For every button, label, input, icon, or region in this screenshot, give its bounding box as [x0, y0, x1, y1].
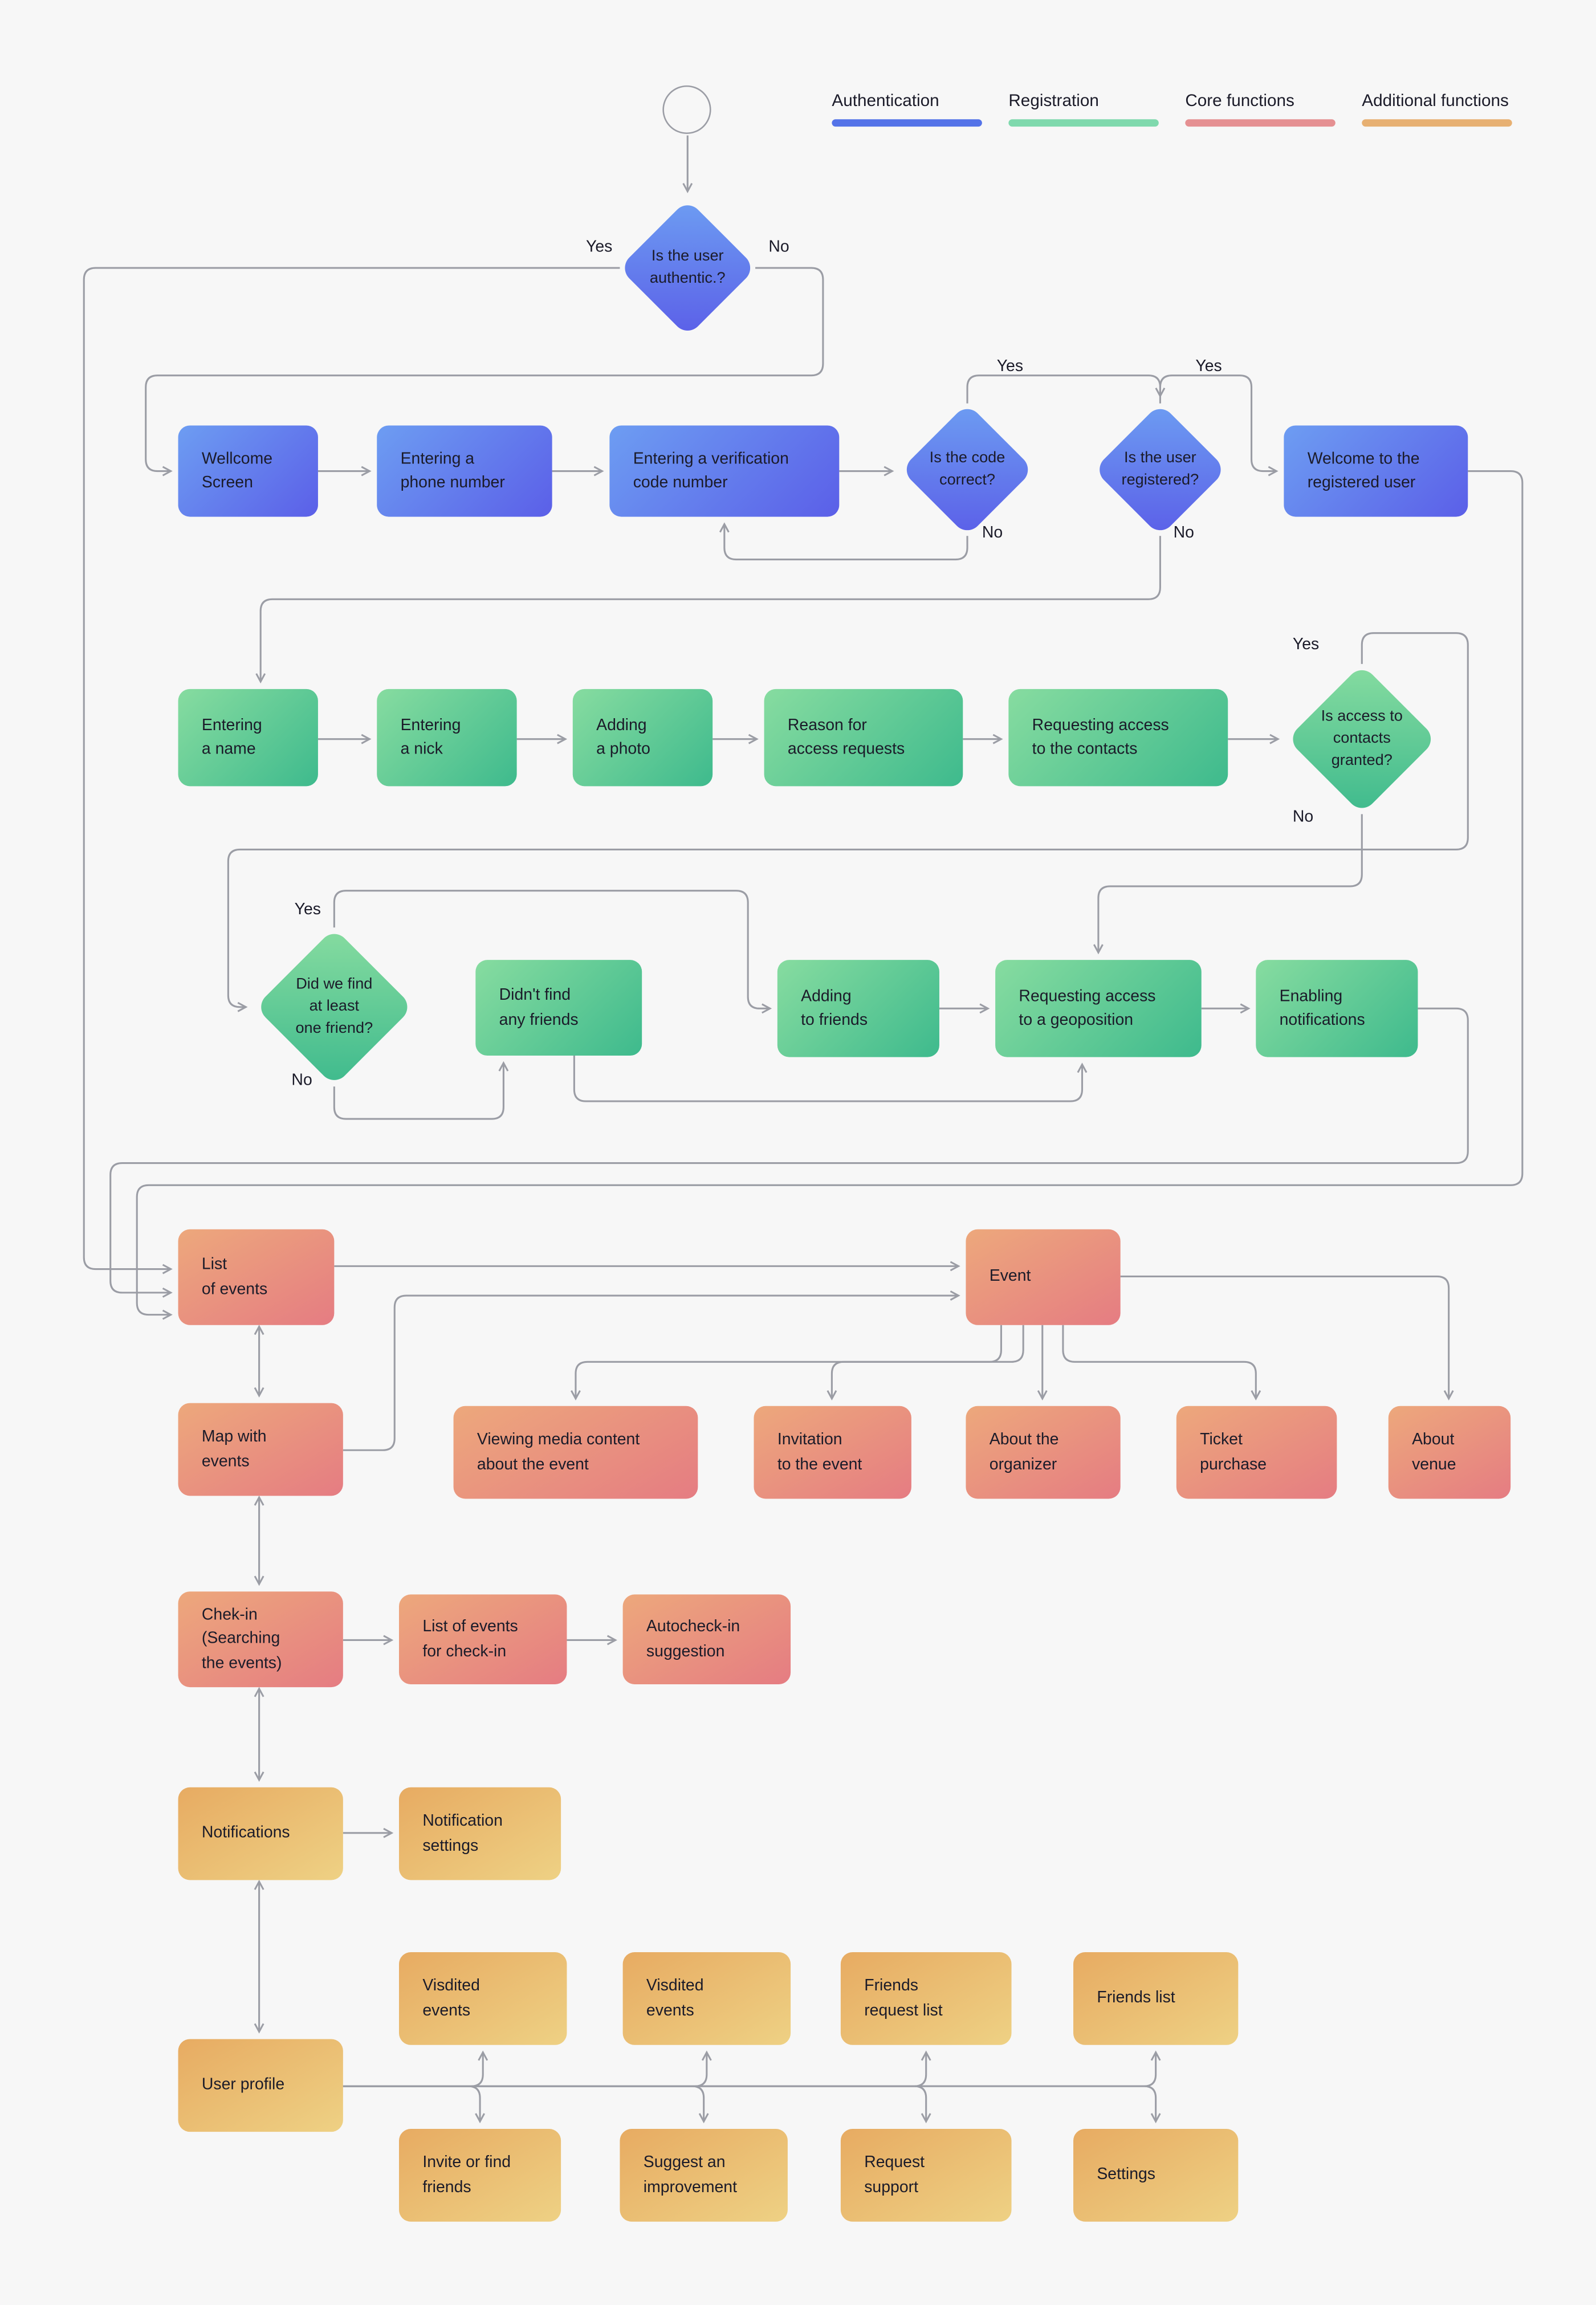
- legend-authentication-swatch: [832, 119, 982, 127]
- legend-additional-functions-swatch: [1362, 119, 1512, 127]
- edge-code-correct-no-verification: [719, 522, 968, 561]
- edge-user-profile-friends-request: [343, 2050, 931, 2087]
- node-entering-a-name[interactable]: Entering a name: [178, 689, 318, 787]
- legend-core-functions-label: Core functions: [1185, 92, 1294, 111]
- node-enabling-notifications[interactable]: Enabling notifications: [1256, 960, 1418, 1057]
- node-autocheckin-suggestion[interactable]: Autocheck-in suggestion: [622, 1594, 791, 1684]
- node-reason-for-access-requests[interactable]: Reason for access requests: [764, 689, 963, 787]
- edge-label-find-friend-no: No: [291, 1072, 312, 1090]
- node-ticket-purchase[interactable]: Ticket purchase: [1176, 1406, 1337, 1499]
- node-user-profile[interactable]: User profile: [178, 2039, 343, 2132]
- edge-granted-no-geoposition: [1093, 814, 1363, 955]
- edge-label-registered-no: No: [1173, 524, 1194, 542]
- edge-label-registered-yes: Yes: [1195, 357, 1222, 376]
- edge-label-code-no: No: [982, 524, 1003, 542]
- legend-authentication-label: Authentication: [832, 92, 939, 111]
- node-requesting-access-contacts[interactable]: Requesting access to the contacts: [1008, 689, 1228, 787]
- edge-user-profile-friends-list: [343, 2050, 1161, 2087]
- legend-core-functions: Core functions: [1185, 93, 1347, 127]
- node-label: Is access to contacts granted?: [1321, 707, 1403, 769]
- node-entering-phone-number[interactable]: Entering a phone number: [377, 425, 552, 517]
- legend-core-functions-swatch: [1185, 119, 1336, 127]
- edge-registered-no-entering-name: [255, 536, 1161, 684]
- edge-label-code-yes: Yes: [996, 357, 1024, 376]
- edge-granted-yes-did-we-find: [227, 632, 1469, 1012]
- node-visited-events-1[interactable]: Visdited events: [398, 1952, 567, 2045]
- node-entering-verification-code[interactable]: Entering a verification code number: [609, 425, 840, 517]
- node-label: Is the user authentic.?: [649, 247, 726, 287]
- node-adding-to-friends[interactable]: Adding to friends: [777, 960, 939, 1057]
- edge-label-authentic-yes: Yes: [586, 238, 613, 256]
- node-welcome-registered-user[interactable]: Welcome to the registered user: [1284, 425, 1468, 517]
- node-about-the-organizer[interactable]: About the organizer: [966, 1406, 1121, 1499]
- node-friends-request-list[interactable]: Friends request list: [840, 1952, 1012, 2045]
- node-is-code-correct[interactable]: Is the code correct?: [901, 403, 1034, 536]
- edge-event-invitation: [826, 1325, 1024, 1401]
- edge-did-we-find-yes-adding-friends: [333, 890, 772, 1014]
- edge-authentic-yes-list-events: [83, 267, 620, 1274]
- edge-label-authentic-no: No: [768, 238, 789, 256]
- node-invite-or-find-friends[interactable]: Invite or find friends: [398, 2129, 561, 2222]
- node-list-of-events-for-checkin[interactable]: List of events for check-in: [398, 1594, 567, 1684]
- node-didnt-find-any-friends[interactable]: Didn't find any friends: [475, 960, 642, 1056]
- edge-label-contacts-no: No: [1292, 808, 1314, 826]
- node-checkin-searching-events[interactable]: Chek-in (Searching the events): [178, 1591, 343, 1688]
- edge-authentic-no-welcome-screen: [145, 267, 824, 477]
- node-notification-settings[interactable]: Notification settings: [398, 1787, 561, 1880]
- node-is-user-authentic[interactable]: Is the user authentic.?: [618, 199, 756, 337]
- edge-code-correct-yes-registered: [966, 374, 1166, 404]
- node-suggest-an-improvement[interactable]: Suggest an improvement: [620, 2129, 788, 2222]
- edge-welcome-registered-list-events: [136, 470, 1524, 1320]
- node-requesting-access-geoposition[interactable]: Requesting access to a geoposition: [995, 960, 1202, 1057]
- edge-map-events-event: [343, 1290, 960, 1451]
- edge-didnt-find-geoposition: [573, 1056, 1088, 1102]
- legend-registration-label: Registration: [1008, 92, 1099, 111]
- node-invitation-to-event[interactable]: Invitation to the event: [754, 1406, 911, 1499]
- node-notifications[interactable]: Notifications: [178, 1787, 343, 1880]
- node-label: Did we find at least one friend?: [295, 975, 373, 1037]
- edge-registered-yes-welcome-registered: [1159, 374, 1279, 477]
- node-viewing-media-content[interactable]: Viewing media content about the event: [453, 1406, 698, 1499]
- legend-registration: Registration: [1008, 93, 1170, 127]
- edge-user-profile-request-support: [343, 2085, 931, 2124]
- legend-authentication: Authentication: [832, 93, 994, 127]
- legend-additional-functions: Additional functions: [1362, 93, 1524, 127]
- edge-user-profile-visited-2: [343, 2050, 712, 2087]
- edge-user-profile-suggest: [343, 2085, 709, 2124]
- edge-enabling-list-events: [109, 1007, 1469, 1298]
- legend-additional-functions-label: Additional functions: [1362, 92, 1509, 111]
- edge-event-ticket-purchase: [1062, 1325, 1261, 1401]
- node-is-contacts-granted[interactable]: Is access to contacts granted?: [1286, 664, 1437, 815]
- node-map-with-events[interactable]: Map with events: [178, 1403, 343, 1496]
- edge-label-find-friend-yes: Yes: [294, 901, 321, 919]
- node-list-of-events[interactable]: List of events: [178, 1229, 335, 1325]
- node-welcome-screen[interactable]: Wellcome Screen: [178, 425, 318, 517]
- node-friends-list[interactable]: Friends list: [1073, 1952, 1239, 2045]
- node-label: Is the code correct?: [929, 449, 1005, 489]
- node-visited-events-2[interactable]: Visdited events: [622, 1952, 791, 2045]
- node-request-support[interactable]: Request support: [840, 2129, 1012, 2222]
- legend-registration-swatch: [1008, 119, 1159, 127]
- edge-did-we-find-no-didnt-find: [333, 1061, 509, 1120]
- node-label: Is the user registered?: [1121, 449, 1199, 489]
- start-node[interactable]: [662, 85, 711, 135]
- node-entering-a-nick[interactable]: Entering a nick: [377, 689, 517, 787]
- node-adding-a-photo[interactable]: Adding a photo: [572, 689, 713, 787]
- edge-user-profile-visited-1: [343, 2050, 488, 2087]
- node-is-user-registered[interactable]: Is the user registered?: [1093, 403, 1227, 536]
- edge-user-profile-settings: [343, 2085, 1161, 2124]
- edge-user-profile-invite-friends: [343, 2085, 485, 2124]
- node-event[interactable]: Event: [966, 1229, 1121, 1325]
- node-settings[interactable]: Settings: [1073, 2129, 1239, 2222]
- edge-label-contacts-yes: Yes: [1292, 636, 1320, 654]
- edge-event-viewing-media: [571, 1325, 1002, 1401]
- edge-event-about-venue: [1120, 1275, 1454, 1401]
- node-did-we-find-friend[interactable]: Did we find at least one friend?: [255, 927, 414, 1086]
- node-about-venue[interactable]: About venue: [1388, 1406, 1511, 1499]
